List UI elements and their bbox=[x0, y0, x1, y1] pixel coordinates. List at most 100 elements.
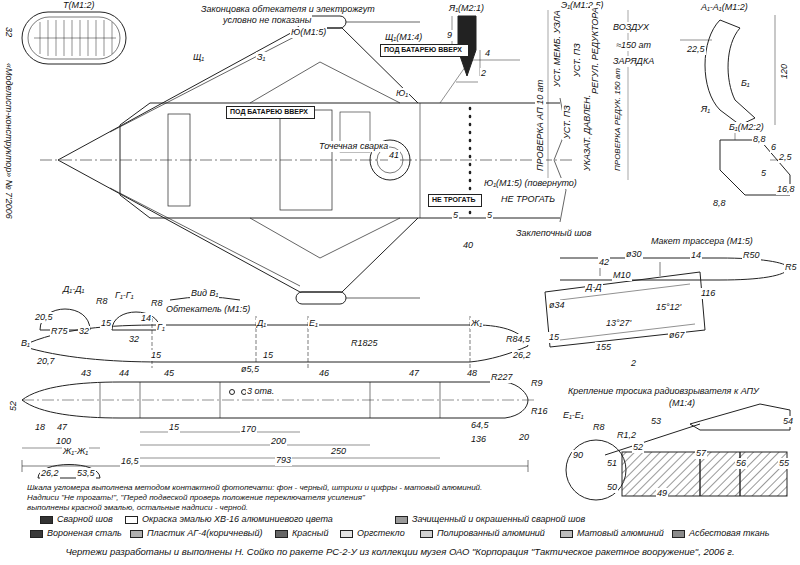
drawing-label: «Моделист-конструктор» № 7'2006 bbox=[3, 62, 14, 220]
drawing-label: ≈150 ат bbox=[615, 40, 652, 51]
drawing-label: 56 bbox=[735, 458, 747, 469]
caption: Чертежи разработаны и выполнены Н. Сойко… bbox=[0, 546, 800, 558]
drawing-label: условно не показаны bbox=[222, 15, 312, 26]
legend-text: Матовый алюминий bbox=[577, 528, 664, 539]
legend-text: Сварной шов bbox=[57, 514, 113, 525]
drawing-label: 55 bbox=[778, 458, 790, 469]
drawing-label: 14 bbox=[690, 250, 702, 261]
drawing-label: 793 bbox=[275, 455, 292, 466]
drawing-label: 5 bbox=[760, 168, 767, 179]
drawing-label: 32 bbox=[128, 334, 140, 345]
drawing-label: 20,7 bbox=[36, 356, 56, 367]
drawing-label: 120 bbox=[779, 63, 790, 80]
drawing-label: 64,5 bbox=[470, 420, 490, 431]
drawing-label: R1825 bbox=[350, 338, 379, 349]
drawing-label: ЗАРЯДКА bbox=[612, 56, 655, 67]
drawing-label: выполнены красной эмалью, остальные надп… bbox=[26, 502, 249, 513]
drawing-label: 155 bbox=[595, 342, 612, 353]
drawing-label: Законцовка обтекателя и электрожгут bbox=[200, 4, 376, 15]
drawing-label: 42 bbox=[598, 257, 610, 268]
drawing-label: 5 bbox=[486, 210, 493, 221]
drawing-label: Б₁ bbox=[740, 78, 751, 89]
drawing-label: ø34 bbox=[548, 300, 566, 311]
legend-swatch bbox=[560, 530, 573, 538]
drawing-label: 16,5 bbox=[120, 456, 140, 467]
drawing-label: 16,8 bbox=[776, 184, 796, 195]
drawing-label: 15 bbox=[100, 318, 112, 329]
legend-text: Красный bbox=[292, 528, 328, 539]
legend-text: Пластик АГ-4(коричневый) bbox=[147, 528, 262, 539]
legend-text: Окраска эмалью ХВ-16 алюминиевого цвета bbox=[142, 514, 333, 525]
drawing-label: R8 bbox=[150, 298, 164, 309]
legend-text: Вороненая сталь bbox=[47, 528, 122, 539]
drawing-label: Я₁(М2:1) bbox=[448, 3, 485, 14]
legend-text: Асбестовая ткань bbox=[689, 528, 770, 539]
drawing-label: Д₁ bbox=[256, 318, 267, 329]
drawing-label: Г₁ bbox=[156, 322, 166, 333]
drawing-label: 43 bbox=[80, 368, 92, 379]
drawing-label: 2,5 bbox=[778, 152, 793, 163]
drawing-label: Вид В₁ bbox=[190, 288, 219, 299]
drawing-label: А₁-А₁(М1:2) bbox=[700, 2, 749, 13]
legend-swatch bbox=[30, 530, 43, 538]
drawing-label: Г₁-Г₁ bbox=[114, 290, 134, 301]
drawing-label: УСТ. ПЗ bbox=[562, 104, 573, 140]
drawing-label: ВОЗДУХ bbox=[612, 22, 650, 33]
drawing-label: З₁ bbox=[256, 52, 266, 63]
drawing-label: Щ₁ bbox=[192, 52, 205, 63]
drawing-label: R8 bbox=[95, 296, 109, 307]
drawing-label: 46 bbox=[318, 368, 330, 379]
drawing-label: 40 bbox=[462, 240, 474, 251]
drawing-label: 22,5 bbox=[686, 44, 706, 55]
drawing-label: 26,2 bbox=[40, 468, 60, 479]
drawing-label: M10 bbox=[612, 270, 632, 281]
drawing-label: 9 bbox=[446, 30, 453, 41]
drawing-label: 15 bbox=[548, 332, 560, 343]
legend-swatch bbox=[340, 530, 353, 538]
drawing-label: 52 bbox=[632, 442, 644, 453]
drawing-label: 90 bbox=[572, 450, 584, 461]
drawing-label: 51 bbox=[606, 458, 618, 469]
legend-swatch bbox=[672, 530, 685, 538]
drawing-label: 2 bbox=[630, 358, 637, 369]
drawing-label: 20 bbox=[518, 432, 530, 443]
drawing-label: 18 bbox=[34, 422, 46, 433]
legend-text: Полированный алюминий bbox=[437, 528, 545, 539]
drawing-label: 116 bbox=[700, 288, 716, 299]
drawing-label: R16 bbox=[530, 406, 549, 417]
drawing-label: УКАЗАТ. ДАВЛЕН. bbox=[582, 94, 593, 172]
drawing-label: 13°27' bbox=[605, 318, 632, 329]
drawing-label: 49 bbox=[656, 488, 668, 499]
drawing-label: 20,5 bbox=[34, 312, 54, 323]
drawing-label: ø30 bbox=[625, 249, 643, 260]
drawing-label: В₁ bbox=[20, 338, 31, 349]
legend-text: Оргстекло bbox=[357, 528, 405, 539]
drawing-label: 170 bbox=[240, 424, 257, 435]
legend-swatch bbox=[125, 516, 138, 524]
drawing-label: Ж₁ bbox=[470, 318, 483, 329]
drawing-label: R9 bbox=[530, 378, 544, 389]
drawing-label: Б₁(М2:2) bbox=[728, 122, 765, 133]
drawing-label: Крепление тросика радиовзрывателя к АПУ bbox=[567, 386, 760, 397]
drawing-label: Ж₁-Ж₁ bbox=[62, 446, 89, 457]
drawing-label: R84,5 bbox=[505, 334, 531, 345]
legend-swatch bbox=[395, 516, 408, 524]
drawing-label: 6 bbox=[770, 142, 777, 153]
drawing-label: НЕ ТРОГАТЬ bbox=[500, 194, 556, 205]
drawing-label: Я₁ bbox=[700, 104, 711, 115]
drawing-label: R1,2 bbox=[616, 430, 637, 441]
drawing-label: УСТ. ПЗ bbox=[572, 42, 583, 78]
drawing-label: 2 bbox=[480, 68, 487, 79]
drawing-label: 57 bbox=[695, 448, 707, 459]
drawing-label: ПРОВЕРКА РЕДУК. 150 ат bbox=[612, 67, 623, 172]
drawing-label: 8,8 bbox=[752, 134, 767, 145]
drawing-label: 3 отв. bbox=[246, 386, 275, 397]
drawing-label: 47 bbox=[56, 422, 68, 433]
plate-text: ПОД БАТАРЕЮ ВВЕРХ bbox=[381, 45, 468, 55]
drawing-label: Точечная сварка bbox=[318, 141, 389, 152]
drawing-label: УСТ. МЕМБ. УЗЛА bbox=[552, 9, 563, 88]
drawing-label: Е₁-Е₁ bbox=[562, 410, 585, 421]
legend-swatch bbox=[275, 530, 288, 538]
drawing-label: R227 bbox=[490, 372, 514, 383]
